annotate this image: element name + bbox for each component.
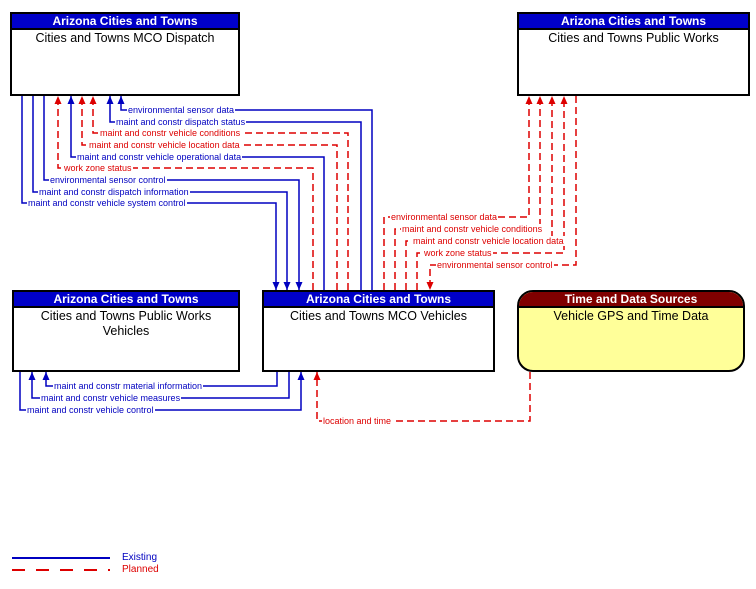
entity-box-public-works: Arizona Cities and Towns Cities and Town… [517,12,750,96]
planned-line-swatch [12,569,110,571]
flow-label: maint and constr vehicle conditions [99,128,242,138]
entity-header: Arizona Cities and Towns [14,292,238,308]
legend-label-planned: Planned [122,564,159,575]
entity-body: Vehicle GPS and Time Data [553,309,709,323]
flow-arrowhead [560,96,568,104]
flow-line [92,96,349,290]
flow-arrowhead [297,372,305,380]
flow-arrowhead [272,282,280,290]
flow-arrowhead [313,372,321,380]
flow-arrowhead [295,282,303,290]
flow-label: location and time [322,416,393,426]
entity-header: Arizona Cities and Towns [519,14,748,30]
flow-line [43,96,300,290]
flow-line [316,372,531,422]
entity-header: Time and Data Sources [519,292,743,308]
flow-arrowhead [283,282,291,290]
legend-row-existing: Existing [12,552,159,564]
flow-line [57,96,314,290]
entity-header: Arizona Cities and Towns [12,14,238,30]
entity-body: Cities and Towns MCO Dispatch [35,31,215,45]
flow-arrowhead [67,96,75,104]
flow-arrowhead [28,372,36,380]
flow-label: maint and constr vehicle control [26,405,155,415]
flow-label: maint and constr vehicle location data [412,236,565,246]
entity-box-time-data-sources: Time and Data Sources Vehicle GPS and Ti… [517,290,745,372]
flow-line [19,372,302,411]
flow-arrowhead [54,96,62,104]
flow-label: maint and constr vehicle system control [27,198,187,208]
flow-label: maint and constr vehicle location data [88,140,241,150]
flow-label: work zone status [423,248,493,258]
legend: Existing Planned [12,552,159,576]
entity-body: Cities and Towns Public Works Vehicles [40,309,212,338]
flow-label: maint and constr vehicle conditions [401,224,544,234]
entity-body: Cities and Towns Public Works [548,31,719,45]
flow-line [81,96,338,290]
flow-label: environmental sensor control [49,175,167,185]
flow-arrowhead [106,96,114,104]
flow-arrowhead [78,96,86,104]
flow-label: work zone status [63,163,133,173]
existing-line-swatch [12,557,110,559]
flow-arrowhead [117,96,125,104]
flow-label: environmental sensor data [390,212,499,222]
entity-box-mco-vehicles: Arizona Cities and Towns Cities and Town… [262,290,495,372]
entity-header: Arizona Cities and Towns [264,292,493,308]
flow-label: maint and constr vehicle operational dat… [76,152,243,162]
legend-row-planned: Planned [12,564,159,576]
flow-arrowhead [536,96,544,104]
entity-box-public-works-vehicles: Arizona Cities and Towns Cities and Town… [12,290,240,372]
flow-arrowhead [42,372,50,380]
flow-arrowhead [89,96,97,104]
flow-arrowhead [426,282,434,290]
legend-label-existing: Existing [122,552,158,563]
flow-label: maint and constr dispatch status [115,117,247,127]
flow-label: environmental sensor control [436,260,554,270]
flow-arrowhead [548,96,556,104]
flow-arrowhead [525,96,533,104]
entity-box-mco-dispatch: Arizona Cities and Towns Cities and Town… [10,12,240,96]
flow-label: maint and constr material information [53,381,204,391]
entity-body: Cities and Towns MCO Vehicles [290,309,467,323]
flow-label: maint and constr dispatch information [38,187,190,197]
flow-label: maint and constr vehicle measures [40,393,182,403]
flow-label: environmental sensor data [127,105,236,115]
